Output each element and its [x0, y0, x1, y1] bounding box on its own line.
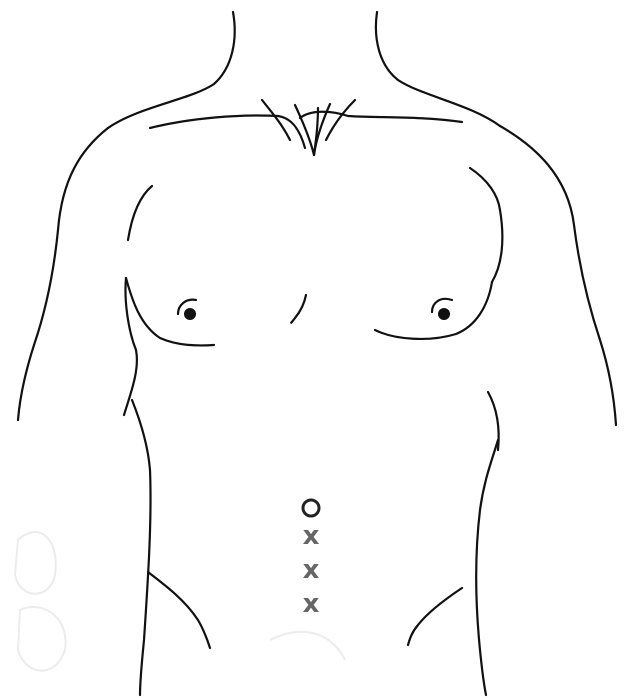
background-artifacts — [15, 532, 345, 671]
torso-side-right — [476, 210, 502, 695]
cross-marker: x — [303, 589, 320, 619]
sternum — [291, 295, 306, 323]
pectoral-right — [375, 168, 500, 339]
arm-outline-left — [18, 128, 108, 420]
cross-marker: x — [303, 521, 320, 551]
pectoral-left — [126, 186, 214, 345]
nipple-right — [432, 299, 452, 320]
port-markers: x x x — [303, 500, 320, 619]
torso-side-left — [124, 278, 151, 695]
clavicle-lines — [150, 100, 462, 155]
neck-outline — [108, 12, 500, 128]
nipple-left — [178, 300, 196, 320]
arm-outline-right — [500, 126, 616, 425]
cross-marker: x — [303, 555, 320, 585]
circle-marker — [303, 500, 319, 516]
